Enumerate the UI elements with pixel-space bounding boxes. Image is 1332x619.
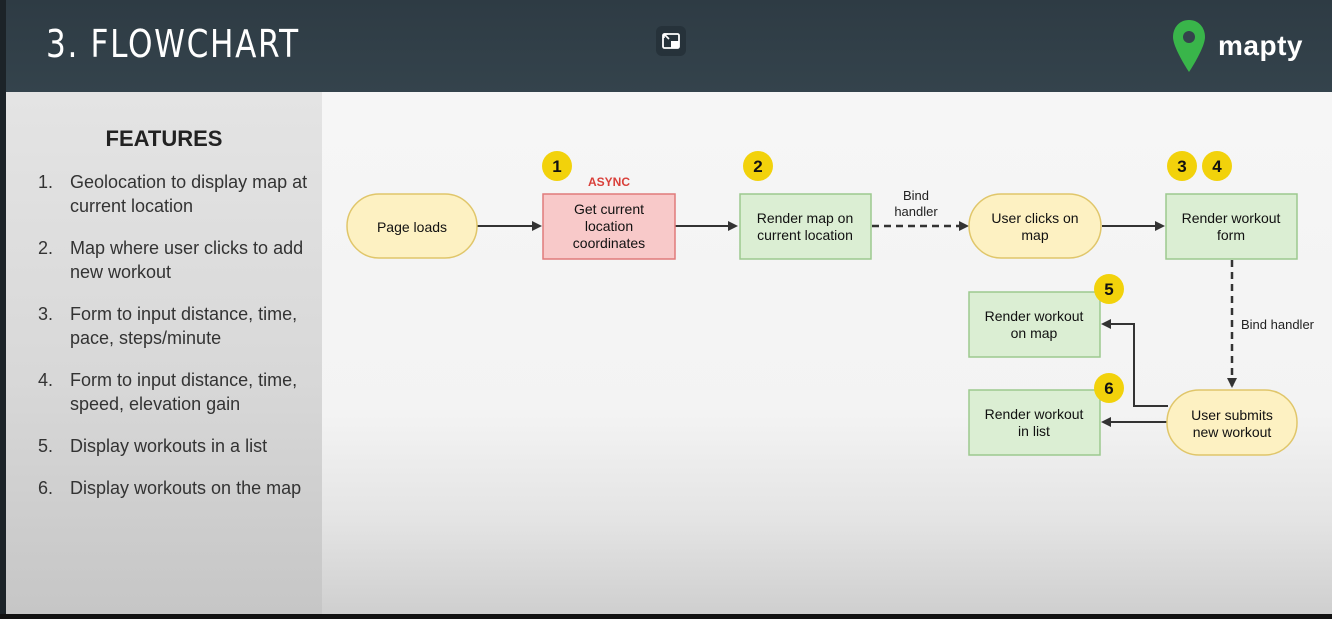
arrow-submits-to-render-on-map	[1101, 319, 1168, 407]
map-pin-icon	[1173, 20, 1205, 72]
node-get-location-label-1: Get current	[574, 201, 644, 217]
node-user-clicks-label-2: map	[1021, 227, 1048, 243]
logo-text: mapty	[1218, 30, 1303, 61]
feature-number: 4.	[38, 370, 54, 390]
feature-number: 6.	[38, 478, 54, 498]
badge-1: 1	[542, 151, 572, 181]
node-render-map	[739, 193, 872, 260]
features-sidebar: FEATURES 1. Geolocation to display map at…	[6, 92, 322, 614]
node-render-form-label-1: Render workout	[1182, 210, 1281, 226]
slide-header: 3. FLOWCHART mapty	[0, 0, 1332, 92]
node-user-clicks	[968, 193, 1102, 259]
svg-text:2: 2	[753, 157, 762, 176]
feature-item: 2. Map where user clicks to add new worko…	[38, 236, 318, 284]
bind-handler-label-right: Bind handler	[1241, 317, 1315, 332]
feature-text: Form to input distance, time, pace, step…	[70, 304, 298, 348]
badge-2: 2	[743, 151, 773, 181]
feature-text: Map where user clicks to add new workout	[70, 238, 304, 282]
bind-handler-label-top-1: Bind	[903, 188, 929, 203]
svg-text:5: 5	[1104, 280, 1113, 299]
node-render-on-map-label-2: on map	[1011, 325, 1058, 341]
feature-number: 1.	[38, 172, 54, 192]
node-get-location	[542, 193, 676, 260]
node-render-map-label-2: current location	[757, 227, 853, 243]
node-user-submits-label-2: new workout	[1193, 424, 1272, 440]
features-heading: FEATURES	[105, 126, 223, 151]
node-render-form-label-2: form	[1217, 227, 1245, 243]
feature-item: 6. Display workouts on the map	[38, 476, 318, 500]
node-user-clicks-label-1: User clicks on	[991, 210, 1078, 226]
feature-number: 2.	[38, 238, 54, 258]
feature-text: Geolocation to display map at current lo…	[70, 172, 308, 216]
slide-title: 3. FLOWCHART	[46, 22, 300, 66]
svg-text:3: 3	[1177, 157, 1186, 176]
node-render-in-list	[968, 389, 1101, 456]
feature-item: 3. Form to input distance, time, pace, st…	[38, 302, 318, 350]
node-render-in-list-label-1: Render workout	[985, 406, 1084, 422]
async-label: ASYNC	[588, 175, 630, 189]
badge-3: 3	[1167, 151, 1197, 181]
feature-item: 5. Display workouts in a list	[38, 434, 318, 458]
picture-in-picture-icon	[662, 33, 680, 49]
picture-in-picture-button[interactable]	[656, 26, 686, 56]
node-page-loads	[346, 193, 478, 259]
node-render-map-label-1: Render map on	[757, 210, 854, 226]
left-edge-strip	[0, 0, 6, 92]
features-list: 1. Geolocation to display map at current …	[38, 170, 318, 518]
svg-text:1: 1	[552, 157, 561, 176]
bind-handler-label-top-2: handler	[894, 204, 938, 219]
feature-item: 4. Form to input distance, time, speed, e…	[38, 368, 318, 416]
left-edge-strip-lower	[0, 92, 6, 614]
feature-item: 1. Geolocation to display map at current …	[38, 170, 318, 218]
node-render-form	[1165, 193, 1298, 260]
feature-text: Form to input distance, time, speed, ele…	[70, 370, 298, 414]
feature-text: Display workouts on the map	[70, 478, 302, 498]
badge-6: 6	[1094, 373, 1124, 403]
node-user-submits-label-1: User submits	[1191, 407, 1273, 423]
badge-4: 4	[1202, 151, 1232, 181]
feature-number: 5.	[38, 436, 54, 456]
feature-text: Display workouts in a list	[70, 436, 268, 456]
node-user-submits	[1166, 389, 1298, 456]
flowchart-diagram: Page loads Get current location coordina…	[346, 151, 1315, 456]
feature-number: 3.	[38, 304, 54, 324]
node-render-on-map-label-1: Render workout	[985, 308, 1084, 324]
badge-5: 5	[1094, 274, 1124, 304]
mapty-logo: mapty	[1172, 18, 1303, 74]
svg-text:6: 6	[1104, 379, 1113, 398]
node-render-in-list-label-2: in list	[1018, 423, 1050, 439]
svg-text:4: 4	[1212, 157, 1222, 176]
node-get-location-label-3: coordinates	[573, 235, 645, 251]
node-page-loads-label: Page loads	[377, 219, 447, 235]
node-get-location-label-2: location	[585, 218, 633, 234]
flowchart-area: Page loads Get current location coordina…	[322, 92, 1332, 614]
node-render-on-map	[968, 291, 1101, 358]
